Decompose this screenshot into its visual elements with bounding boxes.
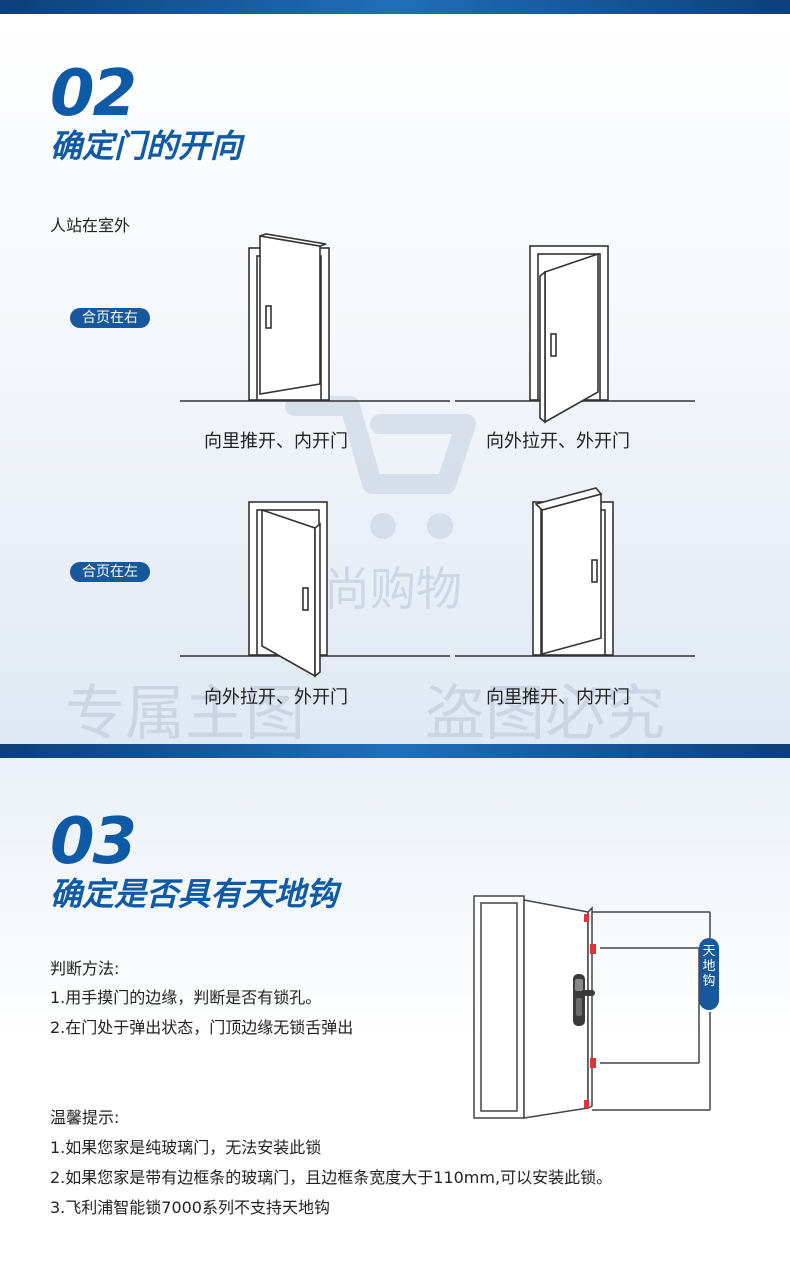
caption-inward-2: 向里推开、内开门 <box>486 687 630 708</box>
door-inward-hinge-left <box>455 487 695 657</box>
door-outward-hinge-right <box>455 245 695 424</box>
tips-item: 1.如果您家是纯玻璃门，无法安装此锁 <box>50 1138 322 1157</box>
smart-lock-icon <box>573 974 595 1026</box>
section-number: 03 <box>50 805 137 879</box>
door-diagrams <box>180 233 695 678</box>
section-sky-earth-hook: 03 确定是否具有天地钩 判断方法: 1.用手摸门的边缘，判断是否有锁孔。 2.… <box>0 758 790 1271</box>
tips-heading: 温馨提示: <box>50 1108 120 1127</box>
door-inward-hinge-right <box>180 233 450 402</box>
section-divider-bar <box>0 744 790 758</box>
method-item: 1.用手摸门的边缘，判断是否有锁孔。 <box>50 988 322 1007</box>
section-number: 02 <box>50 57 137 131</box>
standing-note: 人站在室外 <box>50 216 131 235</box>
hinge-right-badge: 合页在右 <box>70 308 150 328</box>
tips-item: 2.如果您家是带有边框条的玻璃门，且边框条宽度大于110mm,可以安装此锁。 <box>50 1168 613 1187</box>
door-outward-hinge-left <box>180 501 450 678</box>
section-title: 确定门的开向 <box>50 127 243 165</box>
caption-outward-1: 向外拉开、外开门 <box>486 431 630 452</box>
section-door-direction: 02 确定门的开向 人站在室外 合页在右 合页在左 三尚购物 专属主图 盗图必究 <box>0 14 790 744</box>
watermark-cart-icon <box>285 396 476 539</box>
tips-item: 3.飞利浦智能锁7000系列不支持天地钩 <box>50 1198 330 1217</box>
top-banner-bar <box>0 0 790 14</box>
section-title: 确定是否具有天地钩 <box>50 875 339 913</box>
hook-door-diagram <box>473 895 711 1119</box>
tiandi-hook-badge: 天 地 钩 <box>699 938 719 1010</box>
hinge-left-badge: 合页在左 <box>70 562 150 582</box>
method-heading: 判断方法: <box>50 959 120 978</box>
caption-inward-1: 向里推开、内开门 <box>204 431 348 452</box>
method-item: 2.在门处于弹出状态，门顶边缘无锁舌弹出 <box>50 1018 354 1037</box>
caption-outward-2: 向外拉开、外开门 <box>204 687 348 708</box>
